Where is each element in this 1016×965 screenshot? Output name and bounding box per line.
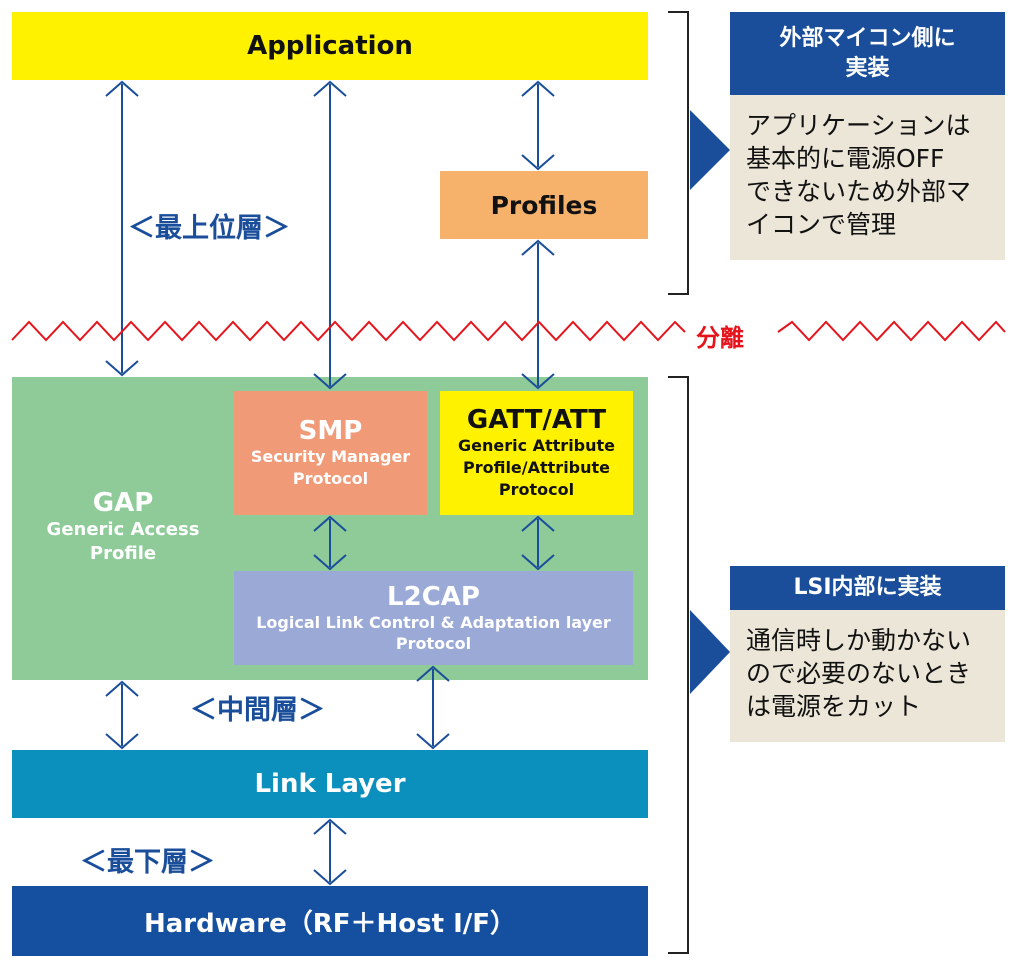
arrow-gatt-l2cap xyxy=(521,515,555,571)
level-bottom-label: ＜最下層＞ xyxy=(80,847,215,878)
profiles-layer: Profiles xyxy=(440,171,648,239)
arrow-app-smp xyxy=(313,80,347,390)
external-note-line3: できないため外部マ xyxy=(746,177,972,206)
gatt-subtitle-line3: Protocol xyxy=(498,480,575,499)
external-note-line2: 基本的に電源OFF xyxy=(746,144,945,173)
lsi-internal-note: 通信時しか動かない ので必要のないとき は電源をカット xyxy=(730,610,1005,742)
arrow-app-profiles xyxy=(521,80,555,171)
smp-layer: SMP Security Manager Protocol xyxy=(234,391,427,515)
external-note-line4: イコンで管理 xyxy=(746,210,897,239)
external-note-line1: アプリケーションは xyxy=(746,111,971,140)
upper-bracket xyxy=(668,11,689,295)
arrow-link-hardware xyxy=(313,818,347,886)
external-mcu-header: 外部マイコン側に 実装 xyxy=(730,12,1005,95)
link-layer: Link Layer xyxy=(12,750,648,818)
arrow-smp-l2cap xyxy=(313,515,347,571)
gatt-att-layer: GATT/ATT Generic Attribute Profile/Attri… xyxy=(440,391,633,515)
arrow-gap-link xyxy=(105,680,139,750)
l2cap-layer: L2CAP Logical Link Control & Adaptation … xyxy=(234,571,633,665)
profiles-label: Profiles xyxy=(490,190,598,220)
level-middle-label: ＜中間層＞ xyxy=(190,695,325,726)
application-label: Application xyxy=(247,31,413,61)
lower-bracket xyxy=(668,376,689,954)
gap-subtitle-line2: Profile xyxy=(89,543,157,564)
gap-label: GAP Generic Access Profile xyxy=(12,488,234,566)
gatt-title: GATT/ATT xyxy=(466,405,607,435)
gatt-subtitle-line2: Profile/Attribute xyxy=(462,458,611,477)
arrow-l2cap-link xyxy=(416,665,450,750)
external-mcu-note: アプリケーションは 基本的に電源OFF できないため外部マ イコンで管理 xyxy=(730,95,1005,260)
lsi-internal-header: LSI内部に実装 xyxy=(730,566,1005,610)
smp-subtitle-line1: Security Manager xyxy=(250,447,411,466)
lower-pointer-triangle xyxy=(690,610,730,694)
l2cap-subtitle-line1: Logical Link Control & Adaptation layer xyxy=(256,613,611,632)
external-header-line2: 実装 xyxy=(845,55,890,81)
hardware-label: Hardware（RF＋Host I/F） xyxy=(143,908,517,939)
upper-pointer-triangle xyxy=(690,110,730,190)
gatt-subtitle-line1: Generic Attribute xyxy=(457,436,616,455)
arrow-profiles-gatt xyxy=(521,239,555,390)
internal-note-line3: は電源をカット xyxy=(746,692,922,721)
gap-subtitle-line1: Generic Access xyxy=(46,519,200,540)
gap-title: GAP xyxy=(92,488,154,518)
l2cap-title: L2CAP xyxy=(387,582,480,612)
link-layer-label: Link Layer xyxy=(254,769,406,799)
separation-zigzag-left xyxy=(11,320,686,342)
internal-note-line1: 通信時しか動かない xyxy=(746,626,972,655)
internal-note-line2: ので必要のないとき xyxy=(746,659,972,688)
application-layer: Application xyxy=(12,12,648,80)
level-top-label: ＜最上位層＞ xyxy=(128,213,290,244)
smp-subtitle-line2: Protocol xyxy=(292,469,369,488)
external-header-line1: 外部マイコン側に xyxy=(779,25,956,51)
separation-zigzag-right xyxy=(777,320,1006,342)
separation-label: 分離 xyxy=(696,324,744,352)
hardware-layer: Hardware（RF＋Host I/F） xyxy=(12,886,648,956)
smp-title: SMP xyxy=(298,416,363,446)
arrow-group xyxy=(105,80,555,886)
internal-header-text: LSI内部に実装 xyxy=(793,575,942,600)
l2cap-subtitle-line2: Protocol xyxy=(395,634,472,653)
arrow-app-gap xyxy=(105,80,139,377)
